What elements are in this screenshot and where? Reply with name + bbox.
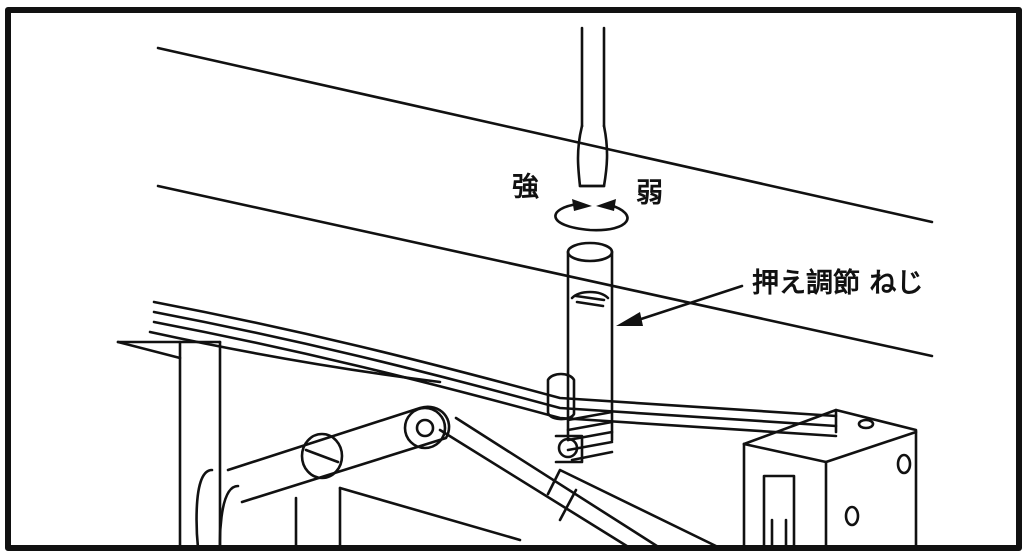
screw-clamp: [546, 372, 584, 464]
tighten-label: 強: [512, 172, 539, 203]
lever-arm: [195, 405, 522, 550]
rotation-arrows-icon: [554, 199, 629, 232]
linkage-rods: [438, 416, 722, 550]
loosen-label: 弱: [636, 178, 663, 209]
screwdriver: [576, 26, 609, 188]
upper-edge-line-top: [156, 46, 934, 224]
figure-frame: [5, 7, 1022, 551]
guide-rails: [148, 300, 838, 438]
upper-edge-line-bottom: [156, 184, 934, 358]
right-bracket-box: [742, 408, 918, 550]
adjustment-screw-label: 押え調節 ねじ: [752, 268, 924, 299]
leader-arrow-icon: [616, 284, 744, 326]
adjustment-screw: [566, 241, 614, 462]
left-wall-panel: [116, 340, 222, 550]
